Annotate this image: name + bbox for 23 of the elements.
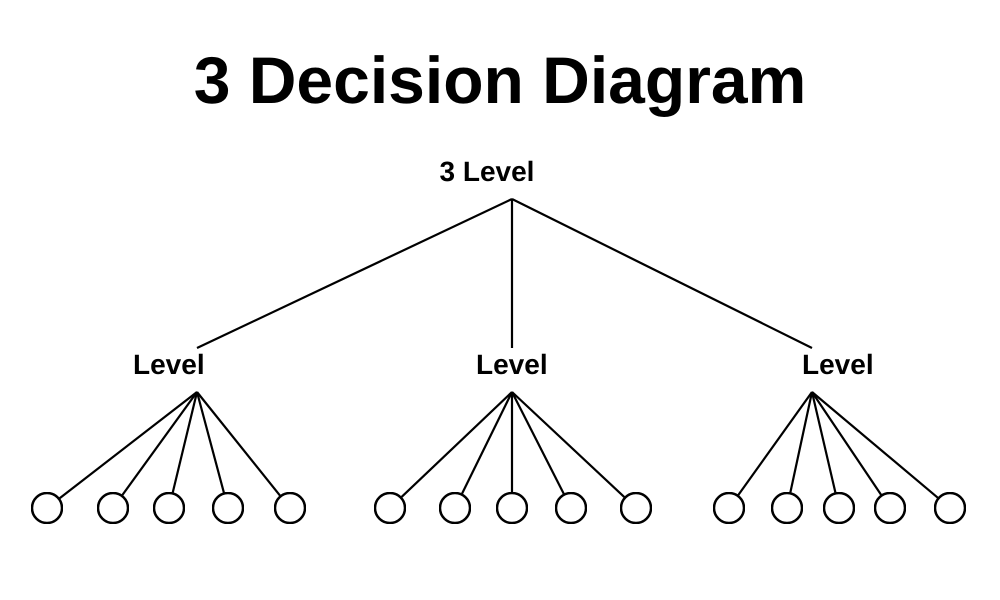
connector-line [510,392,514,492]
connector-line [512,198,812,349]
connector-line [196,198,512,349]
level-label: Level [133,348,205,382]
diagram-title: 3 Decision Diagram [192,42,808,118]
connector-line [122,391,198,496]
connector-line [400,391,513,498]
connector-line [511,392,565,494]
connector-line [811,391,938,499]
connector-line [196,391,281,496]
connector-line [196,392,225,493]
connector-line [789,392,814,493]
connector-line [510,199,514,348]
connector-line [461,392,513,494]
root-label: 3 Level [440,155,534,189]
level-label: Level [476,348,548,382]
connector-line [172,392,198,493]
connector-line [58,391,198,500]
connector-line [811,391,882,496]
level-label: Level [802,348,874,382]
connector-line [810,392,836,493]
connector-line [737,391,813,496]
connector-line [511,391,626,498]
